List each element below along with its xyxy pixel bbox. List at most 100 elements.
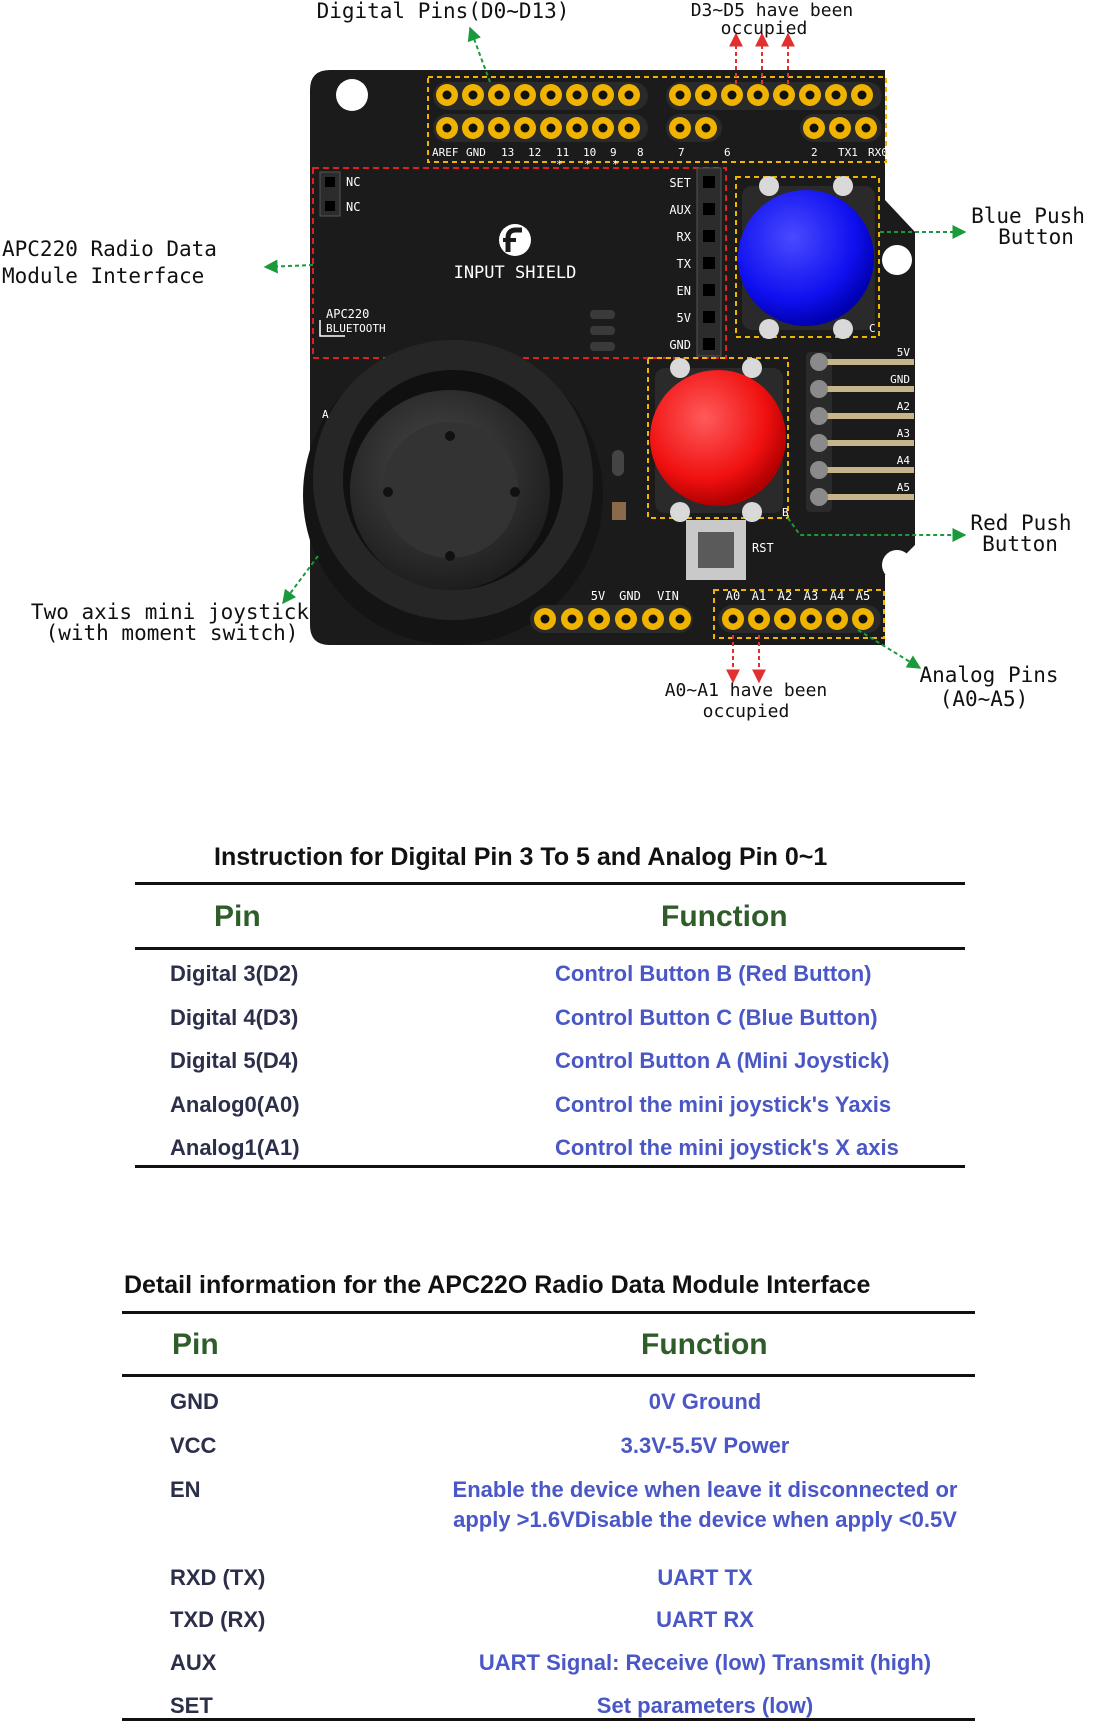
callout-joystick-line2: (with moment switch): [46, 621, 299, 645]
top-pin-label: 11: [556, 146, 569, 159]
callout-analog-line2: (A0~A5): [940, 687, 1029, 711]
top-pin-label: 10: [583, 146, 596, 159]
table2-top-rule: [122, 1311, 975, 1314]
analog-header-box: [713, 589, 885, 639]
bottom-header-labels: 5V GND VIN A0 A1 A2 A3 A4 A5: [591, 589, 870, 603]
pwm-mark: *: [612, 158, 619, 171]
callout-blue-line1: Blue Push: [971, 204, 1085, 228]
table2-pin-cell: GND: [170, 1389, 219, 1414]
table1-function-cell: Control Button C (Blue Button): [555, 1004, 878, 1030]
mounting-hole: [882, 245, 912, 275]
side-pin: [826, 440, 914, 446]
top-pin-label: AREF: [432, 146, 459, 159]
apc-pin-label: GND: [669, 338, 691, 352]
table1-function-cell: Control Button B (Red Button): [555, 961, 872, 986]
apc-pin: [703, 203, 715, 215]
bottom-header-pins: [530, 605, 881, 633]
apc-pin-label: TX: [677, 257, 692, 271]
apc-pin-label: 5V: [677, 311, 691, 325]
bottom-power-label: VIN: [657, 589, 679, 603]
table2-pin-cell: AUX: [170, 1650, 217, 1675]
bottom-power-label: 5V: [591, 589, 605, 603]
brand-label: INPUT SHIELD: [454, 263, 577, 283]
top-pin-label: GND: [466, 146, 486, 159]
apc-pin-label: RX: [677, 230, 692, 244]
side-header-pins: [806, 352, 914, 512]
table2-title: Detail information for the APC22O Radio …: [124, 1271, 871, 1299]
bottom-analog-label: A1: [752, 589, 766, 603]
table2-function-cell: 0V Ground: [648, 1389, 762, 1414]
callout-digital-pins: Digital Pins(D0~D13): [317, 0, 570, 23]
callout-apc220-line1: APC220 Radio Data: [2, 237, 217, 261]
table1-header-function: Function: [661, 900, 788, 933]
table2-pin-cell: VCC: [170, 1433, 217, 1458]
bottom-analog-label: A5: [856, 589, 870, 603]
bottom-analog-label: A4: [830, 589, 844, 603]
top-pin-label: 13: [501, 146, 514, 159]
red-push-button: [650, 370, 786, 506]
table1-function-cell: Control the mini joystick's Yaxis: [555, 1091, 892, 1117]
table1-top-rule: [135, 882, 965, 885]
side-pin-label: 5V: [897, 346, 911, 359]
top-pin-label: 8: [637, 146, 644, 159]
top-pin-label: RX0: [868, 146, 888, 159]
module-label-2: BLUETOOTH: [326, 322, 386, 335]
apc-pin: [703, 311, 715, 323]
callout-a0-a1-line1: A0~A1 have been: [665, 680, 828, 701]
top-pin-label: 7: [678, 146, 685, 159]
top-pin-label: 6: [724, 146, 731, 159]
table2-function-cell: 3.3V-5.5V Power: [620, 1433, 790, 1458]
table2-header-pin: Pin: [172, 1328, 219, 1361]
callout-red-line1: Red Push: [970, 511, 1071, 535]
side-pin: [826, 386, 914, 392]
apc-pin: [703, 230, 715, 242]
digital-header-pins: [433, 82, 882, 142]
button-letter-c: C: [869, 322, 876, 335]
bottom-analog-label: A0: [726, 589, 740, 603]
callout-joystick-line1: Two axis mini joystick: [31, 600, 310, 624]
pwm-mark: *: [556, 158, 563, 171]
side-pin-label: A3: [897, 427, 910, 440]
rst-label: RST: [752, 541, 774, 555]
bottom-power-label: GND: [619, 589, 641, 603]
side-pin-label: A4: [897, 454, 911, 467]
table2-function-cell: Enable the device when leave it disconne…: [452, 1477, 958, 1502]
table1-header-pin: Pin: [214, 900, 261, 933]
bottom-analog-label: A2: [778, 589, 792, 603]
callout-a0-a1-line2: occupied: [703, 701, 790, 722]
mounting-hole: [882, 550, 912, 580]
module-label-1: APC220: [326, 307, 369, 321]
side-pin-label: GND: [890, 373, 910, 386]
nc-label-1: NC: [346, 175, 360, 189]
apc-pin-label: SET: [669, 176, 691, 190]
callout-apc220-line2: Module Interface: [2, 264, 204, 288]
nc-label-2: NC: [346, 200, 360, 214]
apc-pin: [703, 338, 715, 350]
bottom-analog-label: A3: [804, 589, 818, 603]
joystick: [303, 340, 603, 645]
side-pin: [826, 467, 914, 473]
dfrobot-logo-icon: [499, 224, 531, 256]
table2-pin-cell: SET: [170, 1693, 213, 1718]
table1-title: Instruction for Digital Pin 3 To 5 and A…: [214, 843, 828, 871]
table2-bottom-rule: [122, 1718, 975, 1721]
blue-push-button: [738, 190, 874, 326]
table2-pin-cell: TXD (RX): [170, 1607, 266, 1632]
apc-pin: [703, 284, 715, 296]
table2-function-cell-line2: apply >1.6VDisable the device when apply…: [453, 1507, 957, 1532]
table2-header-rule: [122, 1374, 975, 1377]
callout-d3-d5-line2: occupied: [721, 18, 808, 39]
top-pin-label: 9: [610, 146, 617, 159]
table1-pin-cell: Analog0(A0): [170, 1091, 300, 1117]
table1-pin-cell: Digital 5(D4): [170, 1048, 299, 1073]
table1-function-cell: Control the mini joystick's X axis: [555, 1135, 899, 1160]
side-pin: [826, 413, 914, 419]
apc-pin-label: EN: [677, 284, 691, 298]
apc220-box: [312, 167, 727, 359]
top-pin-label: TX1: [838, 146, 858, 159]
table1-header-rule: [135, 947, 965, 950]
table1-pin-cell: Analog1(A1): [170, 1135, 300, 1160]
button-letter-b: B: [782, 506, 789, 519]
table2-function-cell: Set parameters (low): [596, 1693, 814, 1718]
